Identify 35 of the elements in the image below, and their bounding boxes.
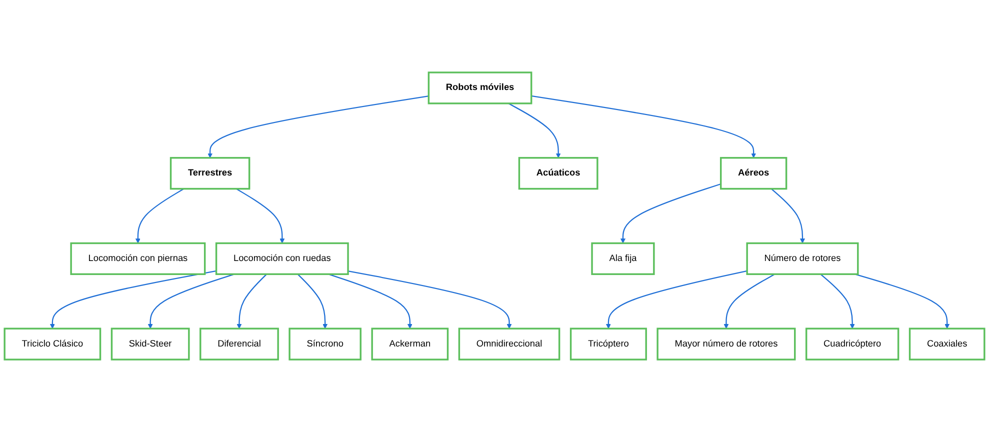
node-box: Robots móviles bbox=[428, 72, 532, 104]
arrow bbox=[508, 102, 561, 158]
node-box: Tricóptero bbox=[570, 328, 647, 360]
node-box: Ackerman bbox=[371, 328, 449, 360]
node-box: Skid-Steer bbox=[110, 328, 190, 360]
node-box: Omnidireccional bbox=[458, 328, 560, 360]
node-box: Acúaticos bbox=[518, 156, 598, 190]
arrow bbox=[606, 270, 748, 329]
arrow bbox=[620, 183, 722, 244]
node-box: Locomoción con piernas bbox=[70, 242, 206, 276]
node-box: Terrestres bbox=[170, 156, 250, 190]
arrow bbox=[770, 188, 805, 244]
arrow bbox=[531, 95, 756, 158]
node-box: Triciclo Clásico bbox=[4, 328, 102, 360]
arrow bbox=[236, 274, 267, 329]
arrow bbox=[854, 274, 950, 329]
arrow bbox=[348, 270, 512, 329]
arrow bbox=[724, 274, 776, 329]
arrow bbox=[236, 188, 285, 244]
node-box: Ala fija bbox=[591, 242, 655, 276]
node-box: Diferencial bbox=[200, 328, 279, 360]
arrow bbox=[297, 274, 328, 329]
arrow bbox=[208, 95, 429, 158]
arrow bbox=[135, 188, 184, 244]
node-box: Locomoción con ruedas bbox=[215, 242, 349, 276]
node-box: Aéreos bbox=[720, 156, 788, 190]
node-box: Número de rotores bbox=[746, 242, 859, 276]
arrow bbox=[820, 274, 855, 329]
node-box: Coaxiales bbox=[908, 328, 986, 360]
arrow bbox=[50, 270, 216, 329]
node-box: Cuadricóptero bbox=[805, 328, 900, 360]
arrow bbox=[148, 274, 235, 329]
node-box: Síncrono bbox=[288, 328, 362, 360]
arrow bbox=[328, 274, 412, 329]
node-box: Mayor número de rotores bbox=[656, 328, 796, 360]
